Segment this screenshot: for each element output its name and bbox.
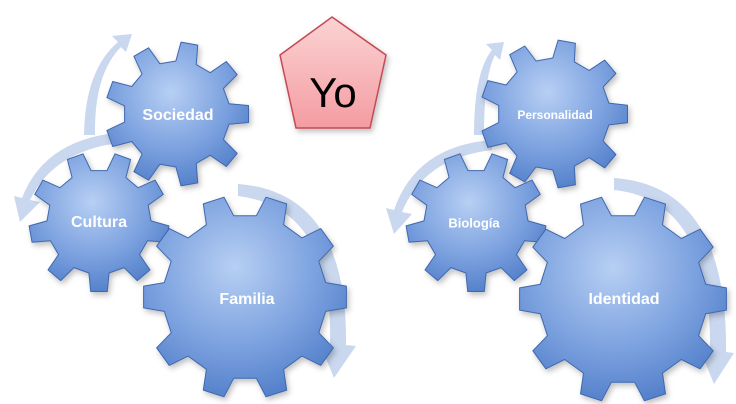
- gear-identidad: [519, 196, 727, 402]
- gear-label-cultura: Cultura: [71, 214, 127, 231]
- gear-label-familia: Familia: [219, 291, 274, 308]
- gear-sociedad: [106, 41, 249, 187]
- curved-arrow-sociedad: [84, 34, 132, 135]
- gear-sociedad-shape: [106, 41, 249, 187]
- gear-cultura: [28, 153, 170, 292]
- gear-familia: [143, 196, 347, 398]
- yo-pentagon: [279, 16, 387, 129]
- gear-label-personalidad: Personalidad: [517, 108, 592, 122]
- gear-biologia: [405, 153, 547, 292]
- gear-label-biologia: Biología: [448, 215, 500, 230]
- curved-arrow-personalidad: [474, 42, 504, 135]
- gear-personalidad-shape: [481, 39, 628, 189]
- gear-familia-shape: [143, 196, 347, 398]
- gear-identidad-shape: [519, 196, 727, 402]
- gear-personalidad: [481, 39, 628, 189]
- gear-label-identidad: Identidad: [588, 291, 659, 308]
- gear-label-sociedad: Sociedad: [142, 107, 213, 124]
- yo-label: Yo: [309, 69, 357, 116]
- gear-biologia-shape: [405, 153, 547, 292]
- curved-arrow-familia: [238, 184, 356, 378]
- curved-arrow-identidad: [614, 178, 734, 384]
- gear-cultura-shape: [28, 153, 170, 292]
- curved-arrow-biologia: [386, 140, 492, 234]
- right-arrows: [386, 42, 734, 384]
